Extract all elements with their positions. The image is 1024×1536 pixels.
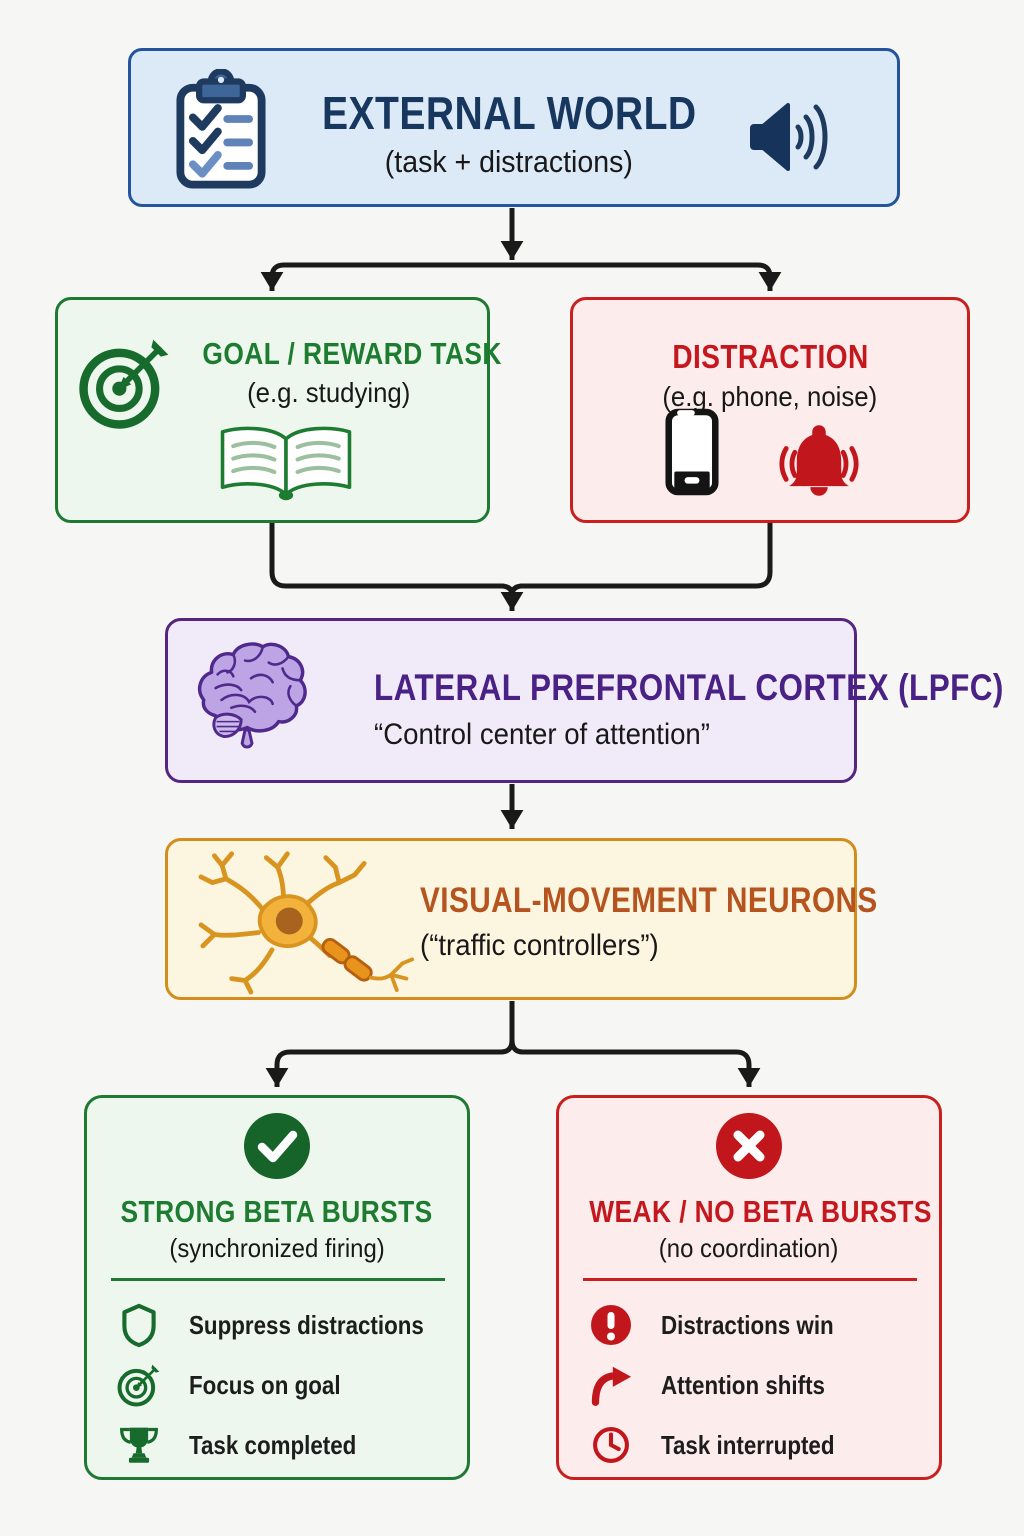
weak-title: WEAK / NO BETA BURSTS <box>589 1194 932 1229</box>
list-item-label: Suppress distractions <box>189 1309 424 1340</box>
target-icon <box>79 339 169 429</box>
strong-beta-bursts-box: STRONG BETA BURSTS (synchronized firing)… <box>84 1095 470 1480</box>
weak-beta-bursts-box: WEAK / NO BETA BURSTS (no coordination) … <box>556 1095 942 1480</box>
strong-subtitle: (synchronized firing) <box>169 1233 385 1263</box>
check-circle-icon <box>244 1113 310 1179</box>
goal-subtitle: (e.g. studying) <box>246 376 411 408</box>
neurons-subtitle: (“traffic controllers”) <box>420 929 659 963</box>
strong-divider <box>111 1278 445 1281</box>
external-world-subtitle: (task + distractions) <box>384 143 634 179</box>
open-book-icon <box>220 426 352 501</box>
list-item-label: Attention shifts <box>661 1369 825 1400</box>
strong-title: STRONG BETA BURSTS <box>120 1194 434 1229</box>
neurons-box: VISUAL-MOVEMENT NEURONS (“traffic contro… <box>165 838 877 1000</box>
distraction-subtitle: (e.g. phone, noise) <box>662 380 878 412</box>
shield-icon <box>115 1302 163 1348</box>
distraction-box: DISTRACTION (e.g. phone, noise) <box>570 297 970 523</box>
bell-icon <box>779 425 859 496</box>
lpfc-title: LATERAL PREFRONTAL CORTEX (LPFC) <box>374 667 1004 708</box>
arrow-goal-to-merge <box>269 523 515 596</box>
list-item: Task completed <box>87 1415 467 1475</box>
brain-icon <box>197 642 307 749</box>
list-item: Focus on goal <box>87 1355 467 1415</box>
arrow-distraction-to-merge <box>509 523 773 596</box>
neurons-title: VISUAL-MOVEMENT NEURONS <box>420 881 878 920</box>
list-item: Suppress distractions <box>87 1295 467 1355</box>
target-icon <box>115 1362 163 1408</box>
clock-icon <box>587 1425 635 1465</box>
weak-divider <box>583 1278 917 1281</box>
list-item: Task interrupted <box>559 1415 939 1475</box>
goal-title: GOAL / REWARD TASK <box>202 336 502 371</box>
distraction-title: DISTRACTION <box>671 338 869 375</box>
x-circle-icon <box>716 1113 782 1179</box>
list-item-label: Focus on goal <box>189 1369 341 1400</box>
neuron-icon <box>198 851 415 995</box>
arrow-split-to-goal <box>260 262 512 291</box>
redirect-arrow-icon <box>587 1364 635 1406</box>
alert-icon <box>587 1303 635 1347</box>
list-item: Distractions win <box>559 1295 939 1355</box>
arrow-split-to-strong <box>265 1039 515 1087</box>
speaker-icon <box>750 103 828 171</box>
external-world-title: EXTERNAL WORLD <box>321 87 697 139</box>
bell-icon-wrap <box>763 419 875 510</box>
trophy-icon <box>115 1424 163 1466</box>
phone-icon <box>665 408 719 496</box>
arrow-split-to-weak <box>509 1039 761 1087</box>
lpfc-subtitle: “Control center of attention” <box>374 717 710 751</box>
clipboard-checklist-icon <box>176 69 266 189</box>
list-item-label: Distractions win <box>661 1309 834 1340</box>
list-item: Attention shifts <box>559 1355 939 1415</box>
list-item-label: Task completed <box>189 1429 357 1460</box>
lpfc-box: LATERAL PREFRONTAL CORTEX (LPFC) “Contro… <box>165 618 1003 783</box>
arrow-split-to-distraction <box>512 262 782 291</box>
weak-subtitle: (no coordination) <box>659 1233 839 1263</box>
external-world-box: EXTERNAL WORLD (task + distractions) <box>128 48 900 207</box>
goal-reward-task-box: GOAL / REWARD TASK (e.g. studying) <box>55 297 501 523</box>
list-item-label: Task interrupted <box>661 1429 835 1460</box>
